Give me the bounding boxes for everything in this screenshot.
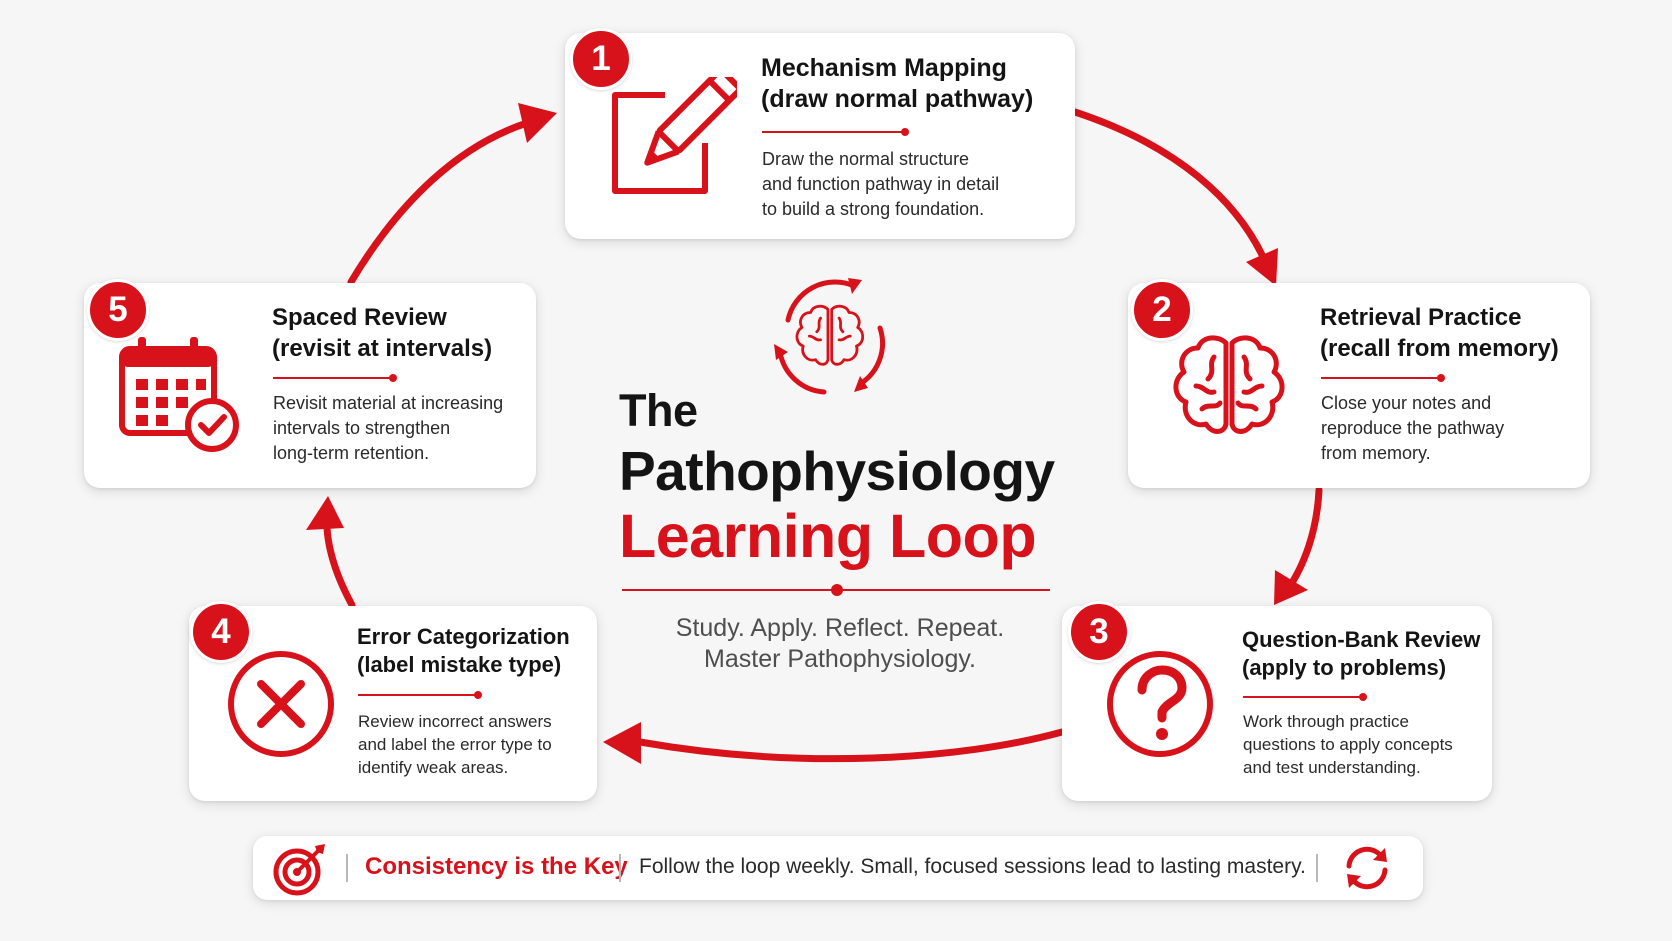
step-5-description: Revisit material at increasing intervals… (273, 393, 504, 463)
step-4-description: Review incorrect answers and label the e… (358, 712, 552, 777)
arrowhead-5 (518, 103, 557, 143)
step-5-divider (273, 374, 397, 382)
step-1-title: Mechanism Mapping (draw normal pathway) (761, 54, 1034, 113)
refresh-cycle-icon (1346, 846, 1388, 890)
step-card-4: Error Categorization (label mistake type… (189, 606, 597, 801)
tagline-line-1: Study. Apply. Reflect. Repeat. (675, 614, 1005, 642)
step-5-title: Spaced Review (revisit at intervals) (272, 304, 493, 362)
calendar-check-icon (119, 337, 239, 452)
brain-cycle-icon (774, 278, 886, 395)
footer-separator (346, 854, 348, 882)
page-title: Pathophysiology (619, 440, 1055, 502)
arrowhead-3 (603, 722, 641, 764)
step-5-badge: 5 (87, 279, 149, 341)
footer-text: Follow the loop weekly. Small, focused s… (639, 855, 1306, 878)
footer-separator (1316, 854, 1318, 882)
title-prefix: The (619, 385, 698, 436)
step-1-description: Draw the normal structure and function p… (762, 149, 1000, 219)
step-2-divider (1321, 374, 1445, 382)
step-card-1: Mechanism Mapping (draw normal pathway) … (565, 33, 1075, 239)
step-2-badge: 2 (1131, 279, 1193, 341)
step-4-badge: 4 (190, 601, 252, 663)
step-3-badge: 3 (1068, 601, 1130, 663)
footer-banner: Consistency is the Key Follow the loop w… (253, 836, 1423, 900)
arrow-1-to-2 (1071, 108, 1272, 272)
x-circle-icon (228, 651, 334, 757)
target-icon (273, 844, 325, 896)
step-3-description: Work through practice questions to apply… (1243, 712, 1453, 777)
page-title-accent: Learning Loop (619, 502, 1037, 570)
arrowhead-4 (306, 496, 344, 530)
footer-key-message: Consistency is the Key (365, 853, 628, 880)
arrowhead-2 (1274, 570, 1308, 605)
question-mark-icon (1107, 651, 1213, 757)
title-divider-dot (831, 584, 843, 596)
step-3-divider (1243, 693, 1367, 701)
step-card-2: Retrieval Practice (recall from memory) … (1128, 283, 1590, 488)
step-3-title: Question-Bank Review (apply to problems) (1242, 627, 1481, 680)
arrowhead-1 (1246, 248, 1278, 286)
step-1-badge: 1 (570, 28, 632, 90)
step-2-title: Retrieval Practice (recall from memory) (1320, 304, 1559, 362)
step-4-divider (358, 691, 482, 699)
footer-separator (619, 854, 621, 882)
step-card-3: Question-Bank Review (apply to problems)… (1062, 606, 1492, 801)
step-card-5: Spaced Review (revisit at intervals) Rev… (84, 283, 536, 488)
tagline-line-2: Master Pathophysiology. (704, 645, 976, 673)
step-4-title: Error Categorization (label mistake type… (357, 624, 570, 677)
brain-icon (1173, 335, 1285, 434)
pencil-edit-icon (612, 77, 737, 194)
arrow-3-to-4 (636, 728, 1066, 763)
step-1-divider (762, 128, 909, 136)
arrow-5-to-1 (347, 119, 531, 286)
arrow-2-to-3 (1282, 486, 1323, 596)
step-2-description: Close your notes and reproduce the pathw… (1321, 393, 1505, 463)
